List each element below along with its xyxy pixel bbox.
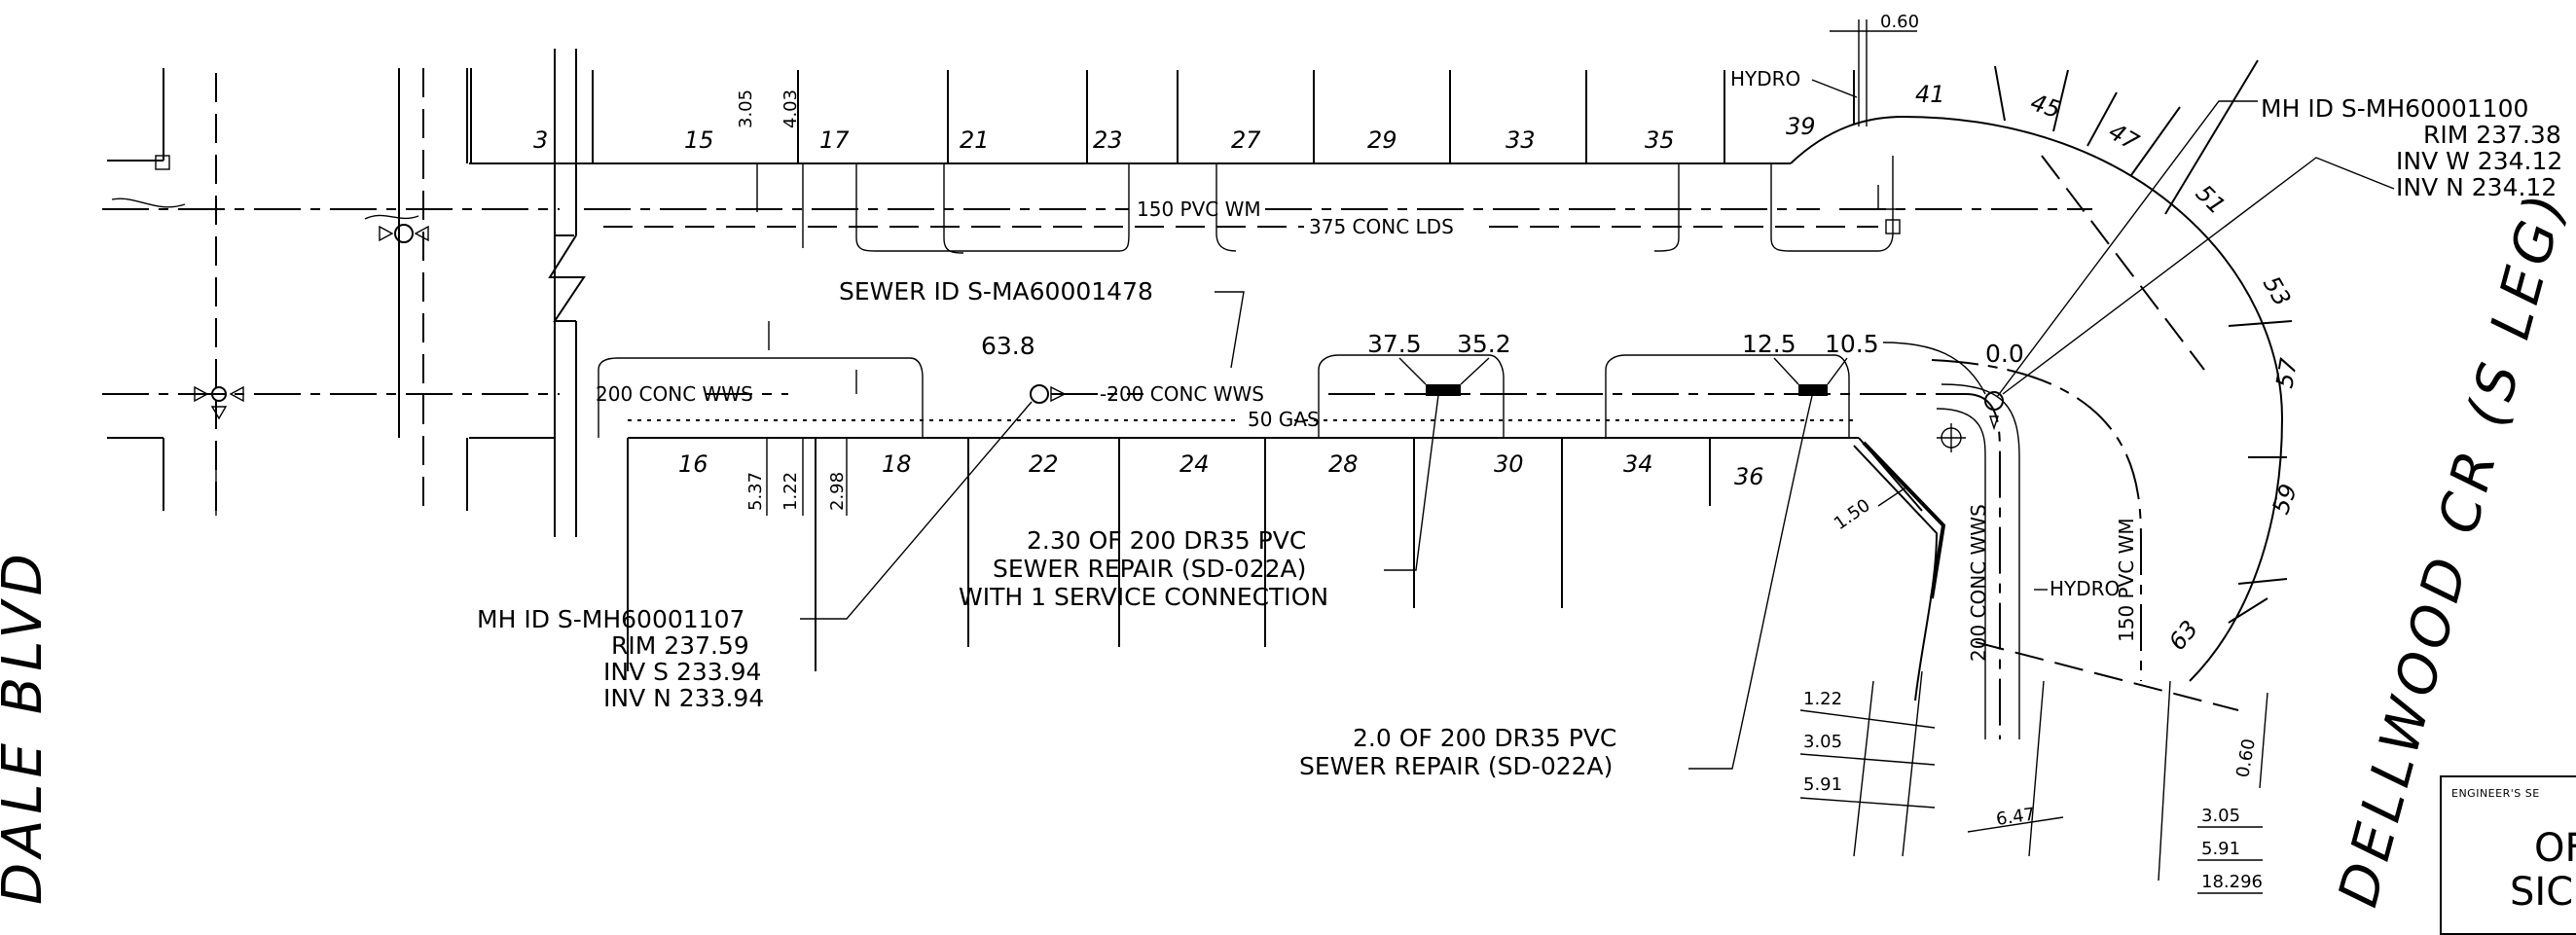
street-dale-blvd: DALE BLVD <box>0 548 54 905</box>
engineer-seal-block: ENGINEER'S SE OF SIC <box>2440 775 2576 935</box>
sewer-id-label: SEWER ID S-MA60001478 <box>839 277 1153 306</box>
repair2-line1: 2.0 OF 200 DR35 PVC <box>1353 724 1616 752</box>
lot-29: 29 <box>1367 126 1397 154</box>
plan-drawing: 3 15 17 21 23 27 29 33 35 39 41 45 47 51… <box>0 12 2576 909</box>
lot-53: 53 <box>2258 271 2297 310</box>
lot-15: 15 <box>684 126 714 154</box>
utility-labels: 150 PVC WM 375 CONC LDS 200 CONC WWS -20… <box>596 67 2138 662</box>
repair1-line1: 2.30 OF 200 DR35 PVC <box>1027 526 1306 555</box>
dim-1-50: 1.50 <box>1831 495 1874 534</box>
lot-17: 17 <box>819 126 850 154</box>
sewer-left-label: 200 CONC WWS <box>596 382 753 406</box>
dim-3-05-top: 3.05 <box>736 90 756 128</box>
dim-4-03: 4.03 <box>780 90 801 128</box>
repair1-line2: SEWER REPAIR (SD-022A) <box>993 555 1306 583</box>
dale-blvd-corridor <box>548 49 586 537</box>
lot-18: 18 <box>882 450 912 478</box>
dim-1-22-low: 1.22 <box>1803 689 1842 709</box>
gas-label: 50 GAS <box>1248 408 1320 431</box>
dim-5-37: 5.37 <box>745 472 766 511</box>
lot-3: 3 <box>533 126 548 154</box>
dim-3-05-right: 3.05 <box>2201 806 2240 826</box>
south-lots <box>627 437 1946 701</box>
utility-lines <box>584 155 2239 739</box>
dim-18-296: 18.296 <box>2201 872 2263 892</box>
mh-left-id: MH ID S-MH60001107 <box>477 605 744 633</box>
dim-6-47: 6.47 <box>1995 805 2037 830</box>
left-intersection <box>102 68 560 516</box>
sewer-curve-label: 200 CONC WWS <box>1967 504 1990 662</box>
south-lot-numbers: 16 18 22 24 28 30 34 36 <box>678 450 1764 490</box>
lot-39: 39 <box>1786 113 1816 140</box>
dim-0-60-right: 0.60 <box>2232 737 2260 779</box>
dim-1-22-mid: 1.22 <box>780 472 801 511</box>
station-labels: 63.8 37.5 35.2 12.5 10.5 0.0 <box>981 330 2024 395</box>
station-10-5: 10.5 <box>1825 330 1879 358</box>
seal-text-2: SIC <box>2510 870 2574 915</box>
manhole-left-callout: MH ID S-MH60001107 RIM 237.59 INV S 233.… <box>477 401 1033 712</box>
lot-51: 51 <box>2191 179 2231 219</box>
mh-right-id: MH ID S-MH60001100 <box>2261 94 2528 123</box>
sewer-mid-label: -200 CONC WWS <box>1100 382 1264 406</box>
mh-left-rim: RIM 237.59 <box>611 631 749 660</box>
mh-right-rim: RIM 237.38 <box>2423 121 2561 149</box>
dim-5-91-low: 5.91 <box>1803 774 1842 795</box>
mh-left-inv-n: INV N 233.94 <box>603 684 764 712</box>
lot-23: 23 <box>1093 126 1123 154</box>
repair1-line3: WITH 1 SERVICE CONNECTION <box>959 583 1328 611</box>
station-63-8: 63.8 <box>981 332 1035 360</box>
lot-63: 63 <box>2163 615 2203 655</box>
dim-5-91-right: 5.91 <box>2201 839 2240 859</box>
lot-16: 16 <box>678 450 708 478</box>
lot-41: 41 <box>1915 81 1945 108</box>
repair2-line2: SEWER REPAIR (SD-022A) <box>1299 752 1613 780</box>
hydro-top-label: HYDRO <box>1730 67 1800 90</box>
mh-left-inv-s: INV S 233.94 <box>603 658 761 686</box>
lot-57: 57 <box>2270 355 2303 390</box>
lot-45: 45 <box>2027 89 2064 124</box>
mh-right-inv-w: INV W 234.12 <box>2396 147 2562 175</box>
seal-text-1: OF <box>2534 826 2576 871</box>
lot-35: 35 <box>1645 126 1675 154</box>
lot-59: 59 <box>2267 481 2303 518</box>
wm-curve-label: 150 PVC WM <box>2115 518 2138 642</box>
dim-2-98: 2.98 <box>827 472 848 511</box>
station-37-5: 37.5 <box>1367 330 1422 358</box>
lot-34: 34 <box>1623 450 1653 478</box>
lot-33: 33 <box>1506 126 1536 154</box>
watermain-label: 150 PVC WM <box>1137 198 1261 221</box>
lot-22: 22 <box>1029 450 1059 478</box>
hydro-right-label: HYDRO <box>2050 577 2120 600</box>
north-lots <box>470 19 2293 682</box>
repair-callouts: 2.30 OF 200 DR35 PVC SEWER REPAIR (SD-02… <box>959 394 1813 780</box>
lot-47: 47 <box>2104 118 2144 157</box>
station-12-5: 12.5 <box>1742 330 1796 358</box>
lot-24: 24 <box>1179 450 1210 478</box>
dim-0-60-top: 0.60 <box>1880 12 1919 32</box>
lot-28: 28 <box>1328 450 1359 478</box>
lot-21: 21 <box>960 126 990 154</box>
storm-label: 375 CONC LDS <box>1309 215 1454 238</box>
lot-27: 27 <box>1231 126 1261 154</box>
mh-right-inv-n: INV N 234.12 <box>2396 173 2557 201</box>
lot-30: 30 <box>1494 450 1524 478</box>
dim-3-05-low: 3.05 <box>1803 732 1842 752</box>
station-0-0: 0.0 <box>1985 340 2024 368</box>
manhole-right-callout: MH ID S-MH60001100 RIM 237.38 INV W 234.… <box>1996 94 2562 398</box>
lot-36: 36 <box>1734 463 1764 490</box>
station-35-2: 35.2 <box>1457 330 1511 358</box>
seal-caption: ENGINEER'S SE <box>2451 787 2540 800</box>
